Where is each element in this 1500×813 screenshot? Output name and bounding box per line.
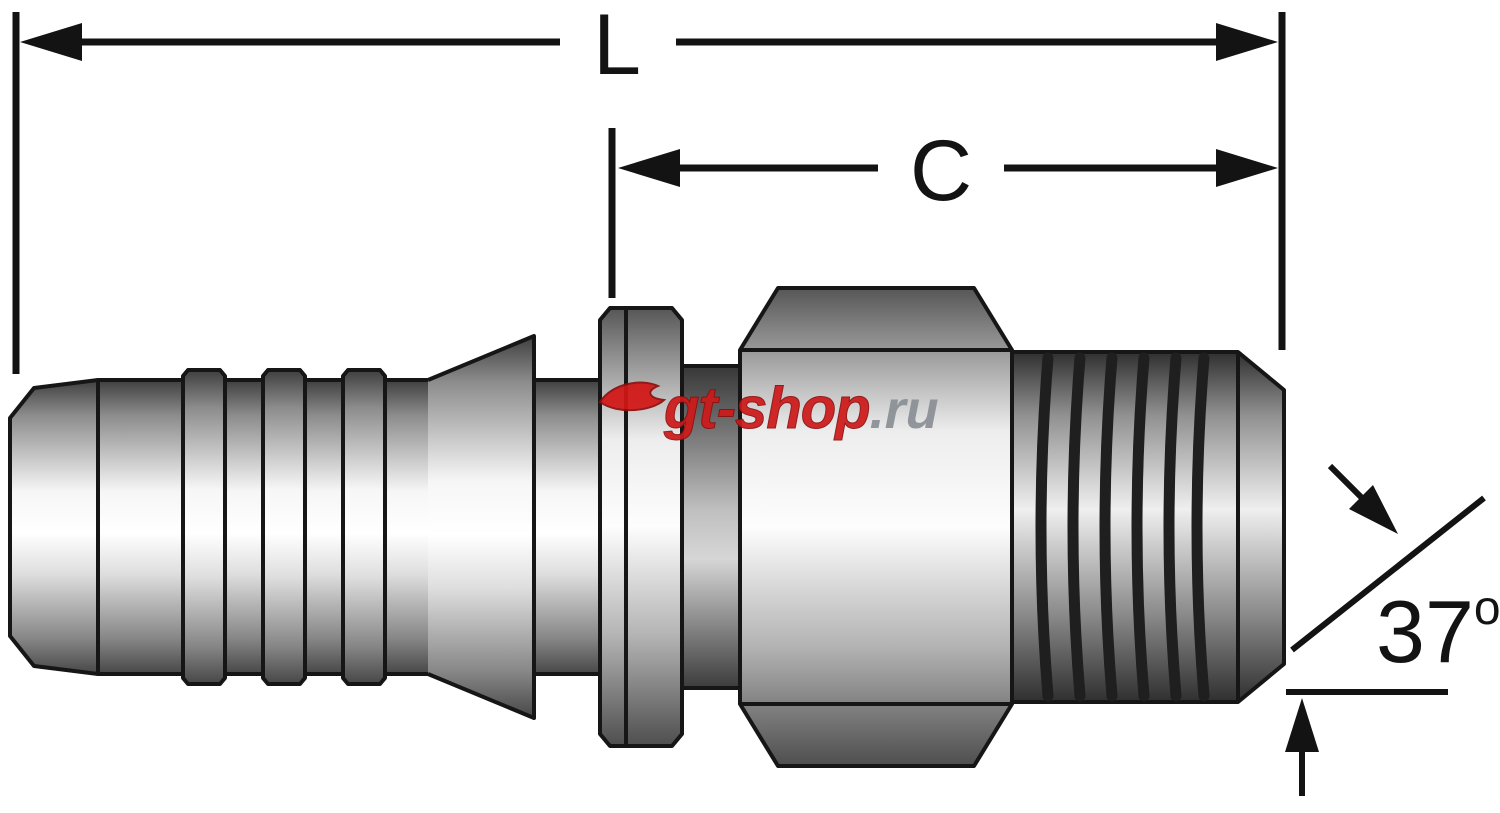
dimension-L: L	[12, 0, 1286, 374]
angle-pointer-arrowhead	[1349, 485, 1398, 534]
barb-ridge	[181, 368, 227, 686]
dim-c-label: C	[910, 123, 972, 219]
angle-value-label: 37o	[1376, 582, 1500, 681]
stem-end-cap	[8, 378, 100, 676]
angle-callout: 37o	[1285, 463, 1500, 796]
dim-l-arrow-right	[1216, 23, 1278, 61]
thread-crests	[1035, 352, 1210, 702]
hex-nut	[738, 286, 1014, 768]
dim-l-arrow-left	[20, 23, 82, 61]
fitting-body	[8, 286, 1286, 768]
dim-c-arrow-right	[1216, 149, 1278, 187]
dim-c-arrow-left	[618, 149, 680, 187]
barb-cone-outline	[427, 334, 536, 720]
barb-cone	[428, 336, 534, 718]
barb-ridge	[341, 368, 387, 686]
thread-body	[1010, 350, 1286, 704]
watermark: gt-shop.ru	[598, 376, 939, 442]
dimension-C: C	[608, 123, 1278, 298]
watermark-text: gt-shop.ru	[663, 376, 939, 441]
flange	[598, 306, 684, 748]
baseline-arrowhead-up	[1285, 698, 1319, 752]
barb-ridge	[261, 368, 307, 686]
flare-seat-line	[1290, 495, 1486, 653]
dim-l-label: L	[593, 0, 641, 93]
angle-pointer-shaft	[1327, 463, 1366, 502]
watermark-flame-icon	[598, 381, 667, 412]
